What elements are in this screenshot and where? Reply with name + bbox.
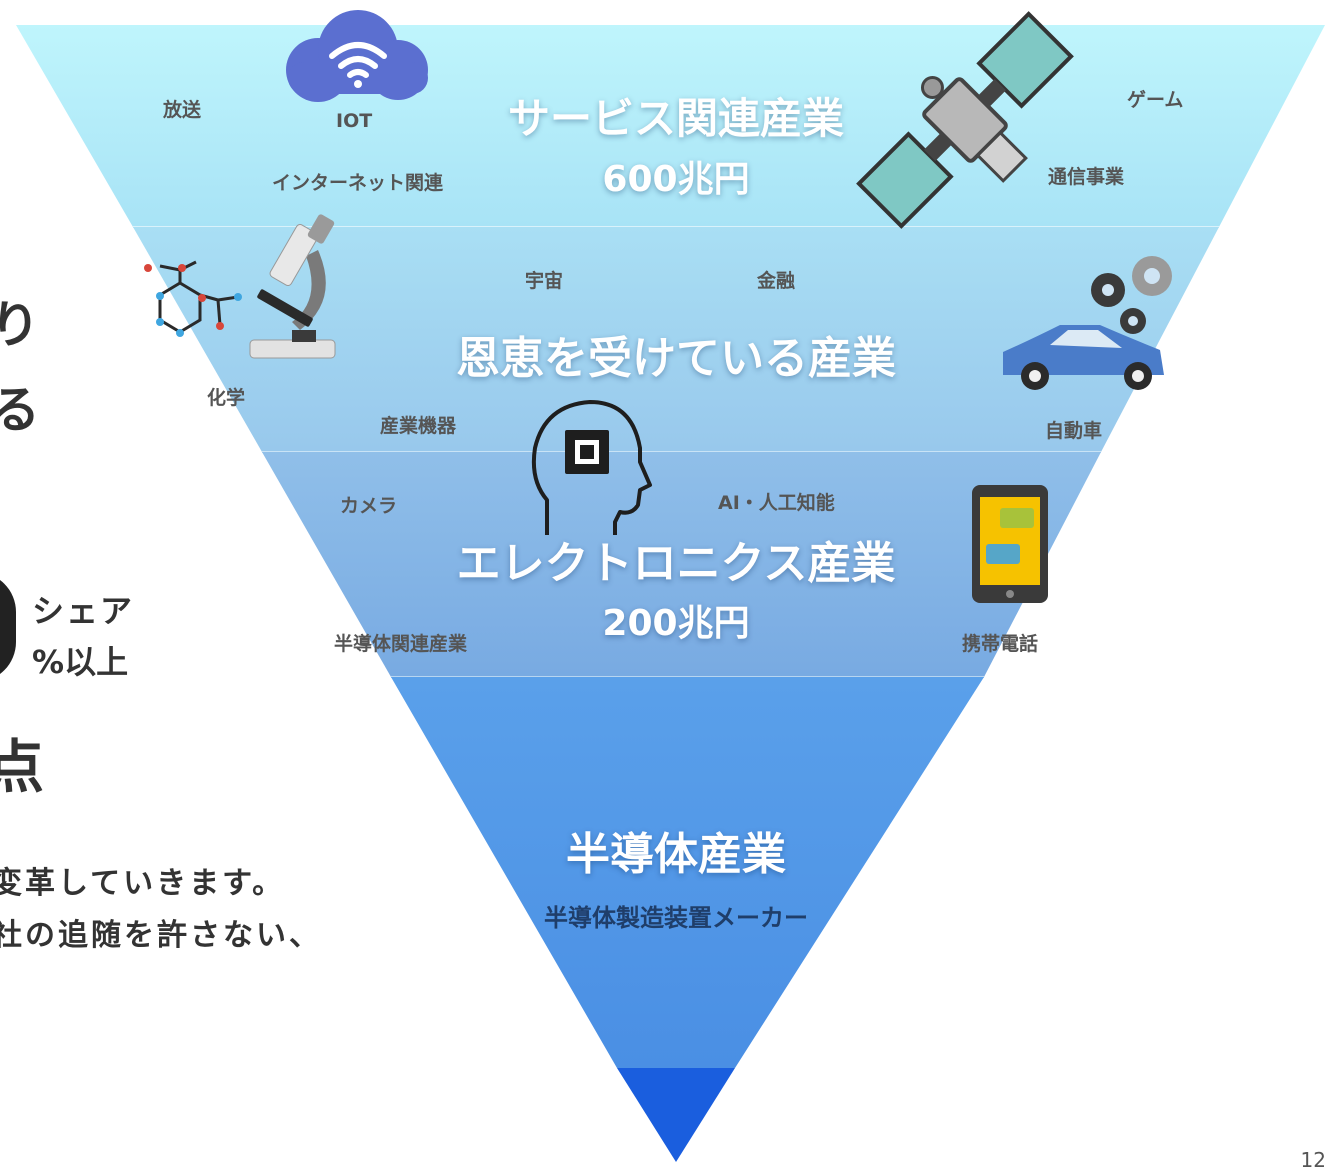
body-text-line1: 変革していきます。 [0,866,286,901]
satellite-icon [856,11,1074,229]
gears-icon [1091,256,1172,334]
label-mobile-phone: 携帯電話 [962,633,1039,655]
tier-service-value: 600兆円 [602,159,750,200]
tier-service-title: サービス関連産業 [507,94,845,143]
label-iot: IOT [336,110,373,132]
tier-electronics-value: 200兆円 [602,603,750,644]
share-label: シェア [32,592,135,630]
label-semiconductor-related: 半導体関連産業 [334,633,468,655]
car-icon [1003,325,1164,390]
tier-semiconductor-title: 半導体産業 [566,829,786,880]
tier-semiconductor-sub: 半導体製造装置メーカー [544,904,808,932]
label-industrial-equipment: 産業機器 [380,415,457,437]
label-chemistry: 化学 [207,387,246,409]
label-ai: AI・人工知能 [718,492,835,514]
label-broadcast: 放送 [163,99,202,121]
smartphone-icon [972,485,1048,603]
label-automobile: 自動車 [1045,420,1103,442]
tier-benefit-title: 恩恵を受けている産業 [456,333,896,384]
label-camera: カメラ [340,495,398,517]
label-space: 宇宙 [525,270,564,292]
ai-head-chip-icon [531,400,652,535]
tier-benefit [133,227,1219,452]
point-heading: 点 [0,733,45,801]
share-number-fragment [0,572,16,682]
tier-apex [617,1068,735,1162]
body-text-line2: 社の追随を許さない、 [0,918,322,953]
page-number: 12 [1300,1148,1326,1172]
label-finance: 金融 [757,270,796,292]
share-sub: %以上 [32,643,129,681]
left-heading-line2: る [0,381,44,439]
tier-electronics-title: エレクトロニクス産業 [456,538,896,589]
cloud-wifi-icon [286,10,428,102]
left-heading-line1: り [0,296,44,354]
molecule-icon [144,260,242,337]
label-game: ゲーム [1127,89,1184,111]
tier-semiconductor [391,677,984,1068]
tier-electronics [262,452,1101,677]
label-internet: インターネット関連 [272,172,444,194]
label-telecom: 通信事業 [1048,166,1125,188]
microscope-icon [249,214,336,359]
